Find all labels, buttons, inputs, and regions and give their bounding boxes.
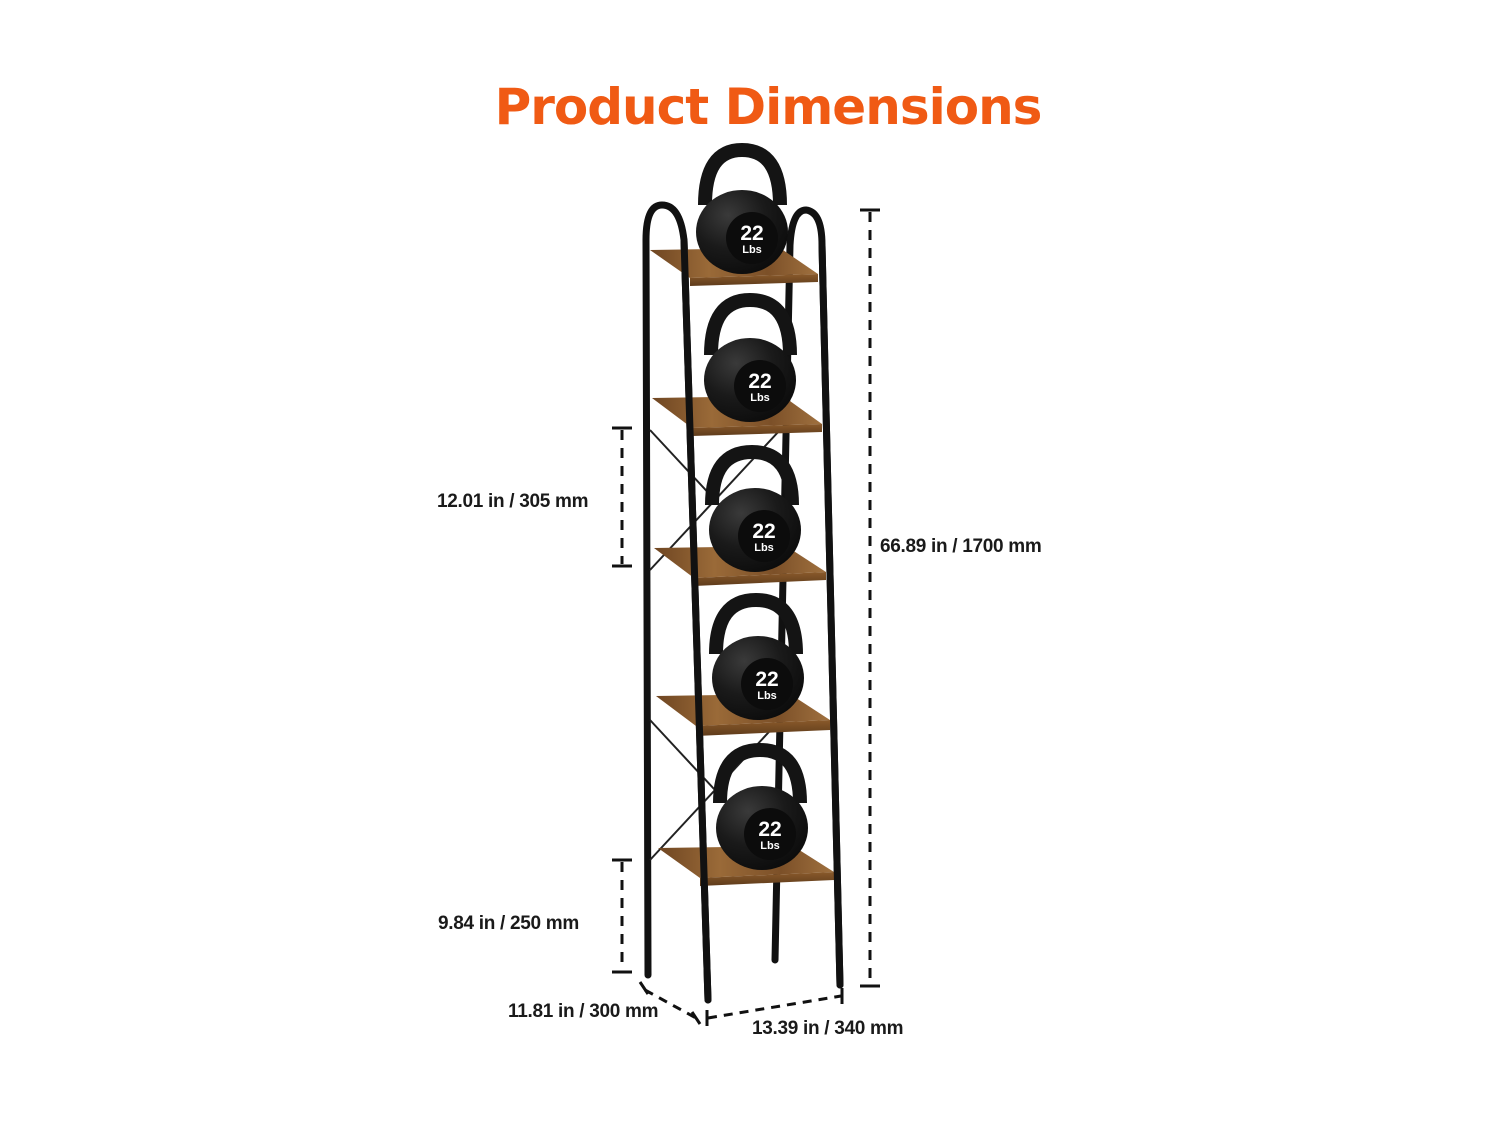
depth-label: 11.81 in / 300 mm (508, 1001, 659, 1022)
frame-right-leg (771, 206, 844, 989)
kettlebell-weight: 22 (748, 370, 771, 393)
shelf-spacing-label: 12.01 in / 305 mm (437, 491, 589, 512)
kettlebell-unit: Lbs (757, 690, 777, 702)
kettlebell-unit: Lbs (750, 392, 770, 404)
kettlebell-weight: 22 (758, 818, 781, 841)
kettlebell: 22 Lbs (696, 142, 788, 274)
kettlebell-unit: Lbs (760, 840, 780, 852)
front-legs (680, 236, 844, 1004)
page-title: Product Dimensions (494, 78, 1043, 136)
kettlebell-unit: Lbs (754, 542, 774, 554)
dimension-shelf-spacing-line (612, 426, 632, 568)
kettlebell-unit: Lbs (742, 244, 762, 256)
kettlebell: 22 Lbs (704, 292, 797, 422)
kettlebell: 22 Lbs (705, 444, 801, 572)
kettlebell: 22 Lbs (709, 592, 804, 720)
kettlebell-weight: 22 (755, 668, 778, 691)
kettlebell-weight: 22 (752, 520, 775, 543)
frame-left-leg (642, 201, 712, 1004)
kettlebell-weight: 22 (740, 222, 763, 245)
kettlebell: 22 Lbs (713, 742, 808, 870)
dimension-width-line (705, 988, 844, 1026)
dimension-bottom-clearance-line (612, 858, 632, 974)
bottom-clearance-label: 9.84 in / 250 mm (438, 913, 579, 934)
total-height-label: 66.89 in / 1700 mm (880, 536, 1042, 557)
dimension-depth-line (638, 981, 702, 1025)
dimension-total-height-line (860, 208, 880, 988)
width-label: 13.39 in / 340 mm (752, 1018, 904, 1039)
